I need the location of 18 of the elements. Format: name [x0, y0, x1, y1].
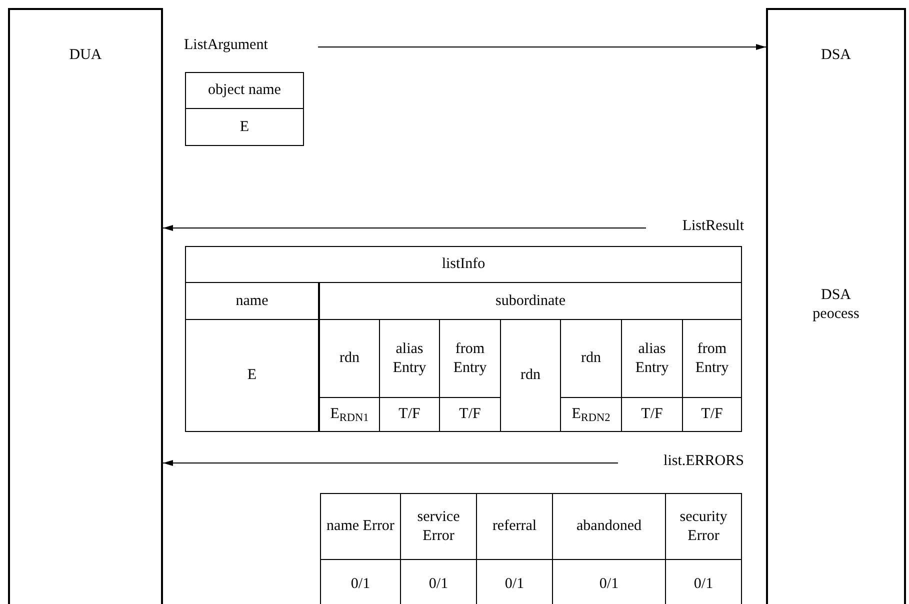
table-cell: object name: [185, 72, 304, 109]
arrow: [162, 460, 618, 466]
table-cell: security Error: [665, 493, 742, 560]
table-cell: name Error: [320, 493, 401, 560]
arrow: [162, 225, 646, 231]
arrow: [318, 44, 766, 50]
table-cell: E$_{RDN1}$: [319, 397, 380, 432]
table-cell: E: [185, 108, 304, 146]
agent-box: [8, 8, 163, 604]
table-cell: T/F: [682, 397, 742, 432]
table-cell: listInfo: [185, 246, 742, 283]
agent-box: [766, 8, 906, 604]
agent-label: DSA: [820, 46, 852, 65]
table-cell: E: [185, 319, 319, 432]
table-cell: name: [185, 282, 319, 320]
table-cell: subordinate: [319, 282, 742, 320]
agent-label: DSA peocess: [812, 286, 860, 324]
agent-label: DUA: [68, 46, 103, 65]
